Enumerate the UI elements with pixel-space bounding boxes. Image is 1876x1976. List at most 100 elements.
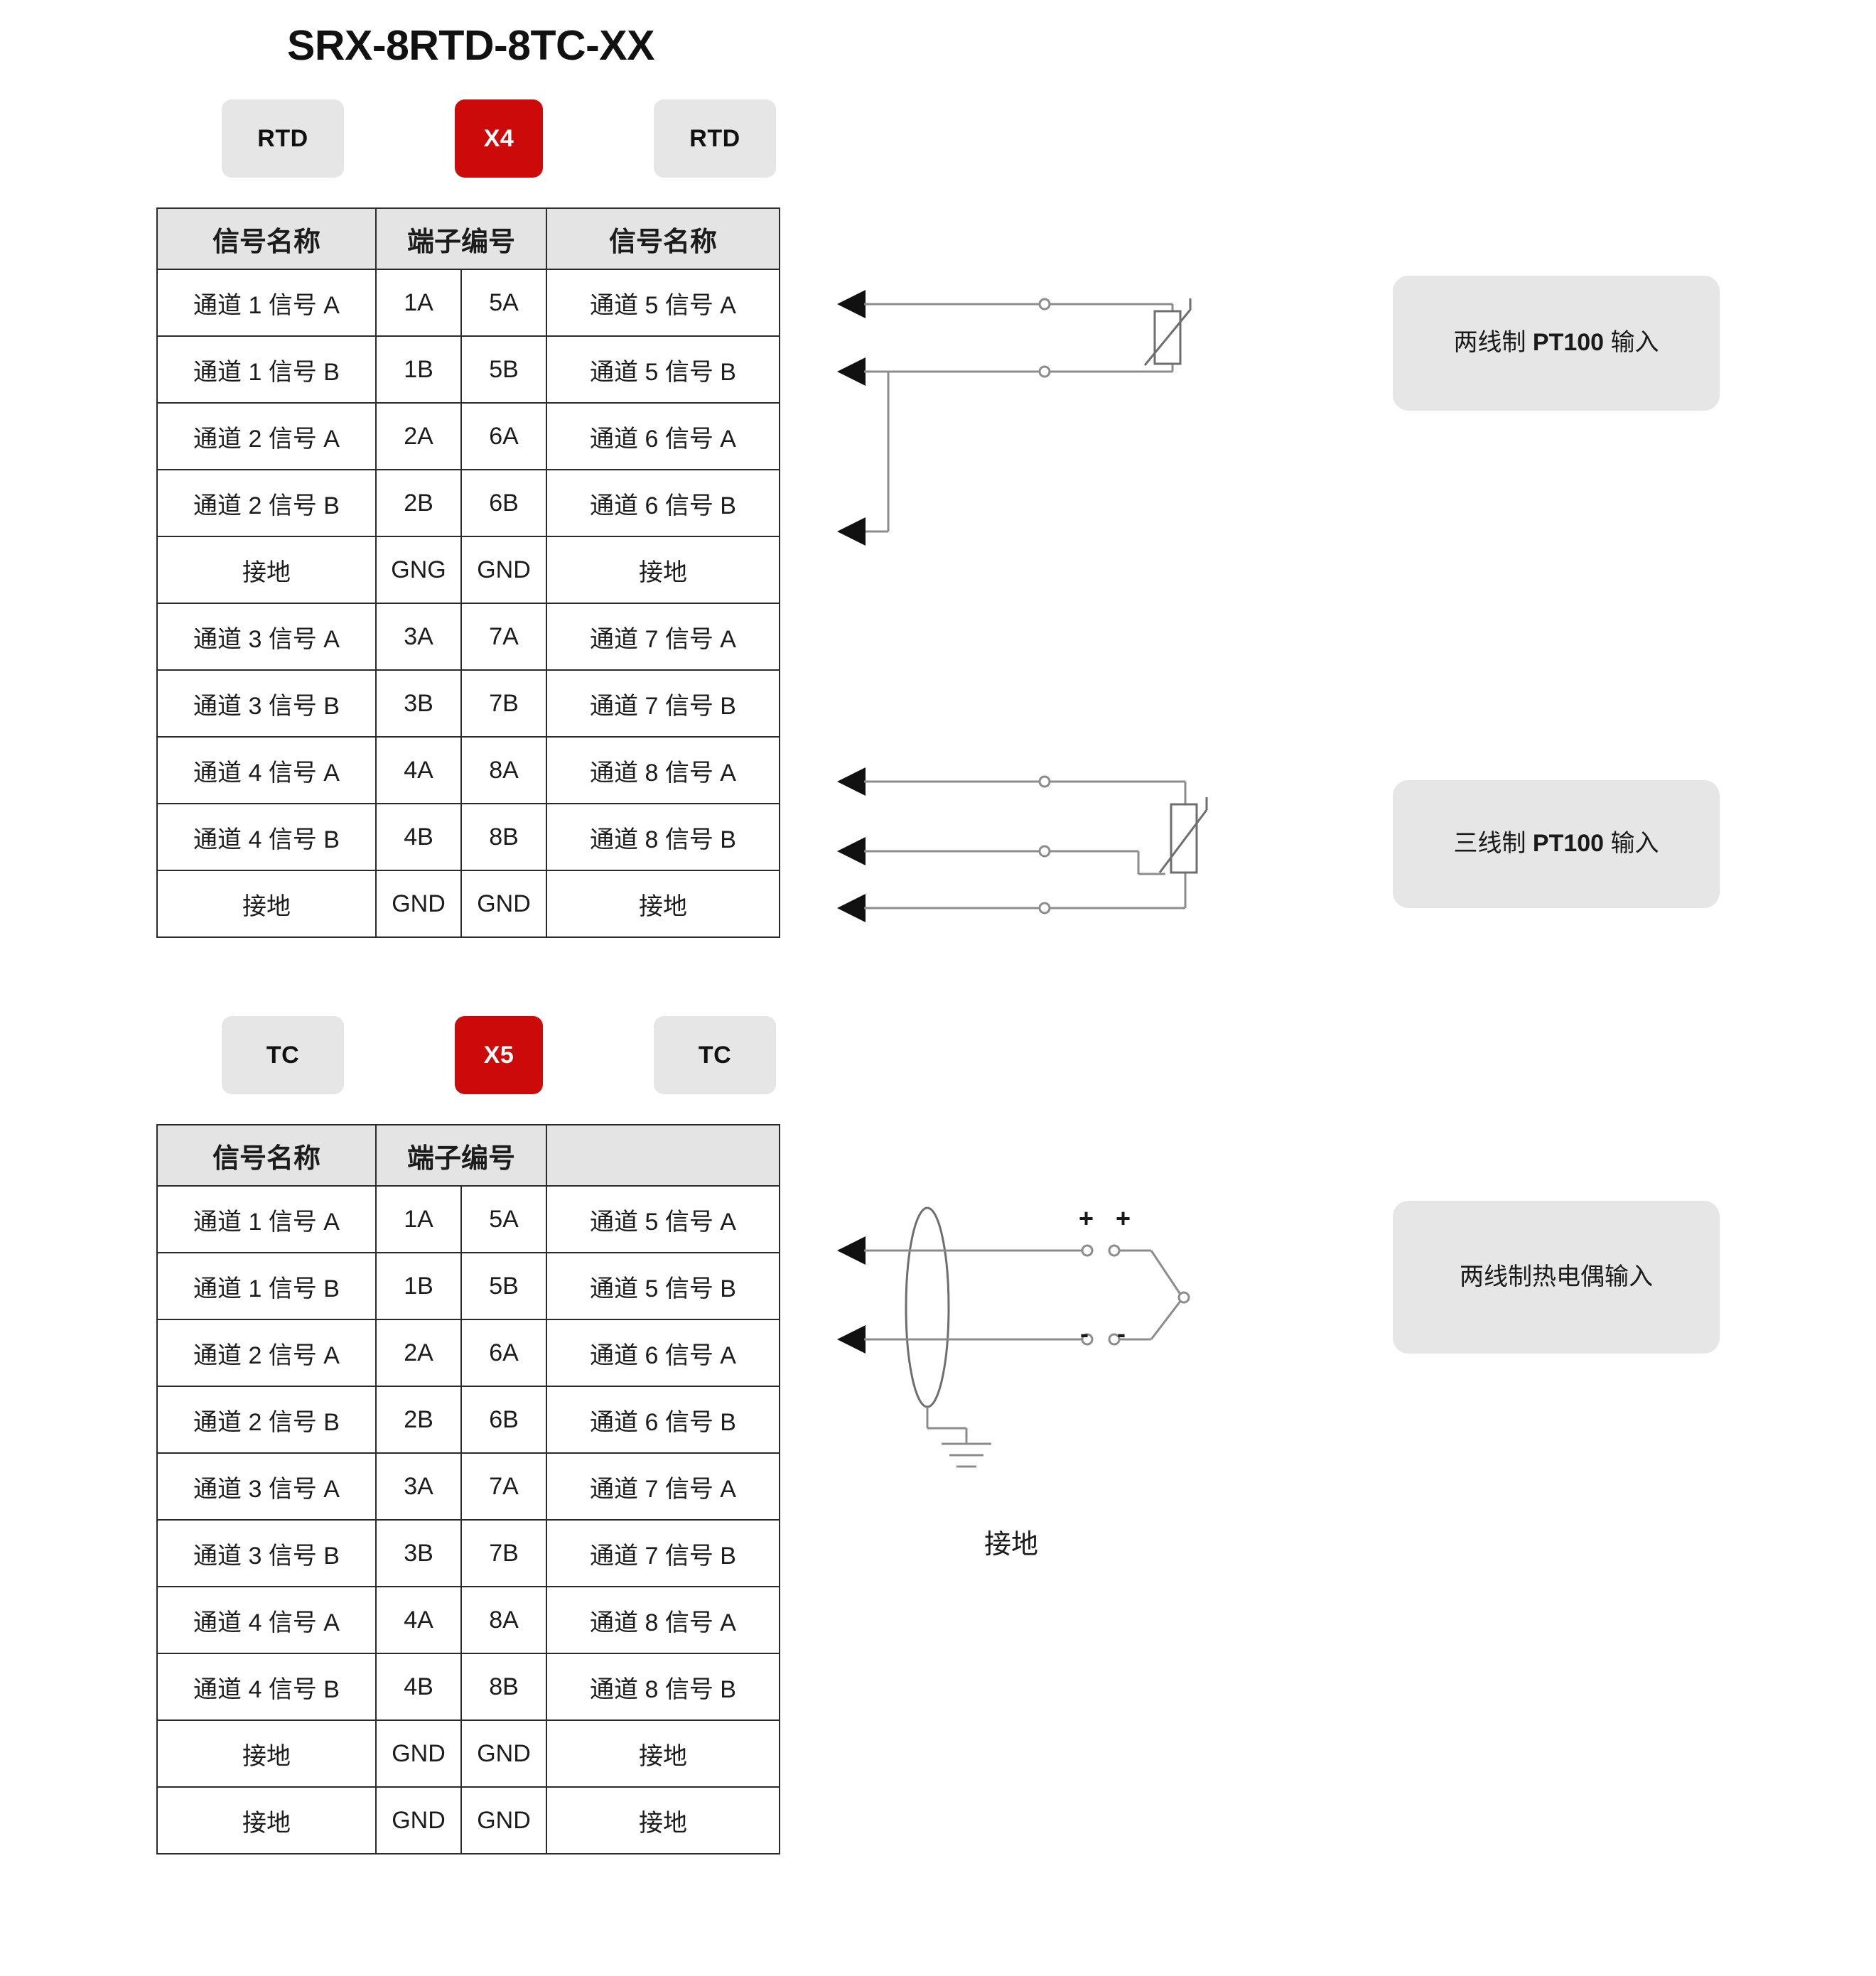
cell-signal-left: 接地 — [156, 870, 377, 938]
cell-signal-right: 通道 8 信号 A — [546, 1586, 780, 1654]
two-wire-pt100-diagram — [837, 290, 1192, 546]
cell-signal-right: 通道 7 信号 B — [546, 1519, 780, 1587]
cell-terminal-left: GND — [375, 1786, 462, 1854]
cell-signal-left: 通道 3 信号 A — [156, 603, 377, 671]
cell-signal-left: 通道 2 信号 A — [156, 402, 377, 470]
polarity-minus-left: - — [1080, 1319, 1089, 1348]
callout-two-wire-thermocouple: 两线制热电偶输入 — [1393, 1201, 1720, 1354]
cell-signal-left: 接地 — [156, 1786, 377, 1854]
table-row: 通道 1 信号 A 1A 5A 通道 5 信号 A — [156, 269, 780, 337]
table-row: 通道 2 信号 B 2B 6B 通道 6 信号 B — [156, 1386, 780, 1454]
cell-signal-right: 通道 5 信号 B — [546, 335, 780, 404]
arrow-head-icon — [837, 894, 866, 922]
arrow-head-icon — [837, 357, 866, 386]
table-row: 通道 3 信号 A 3A 7A 通道 7 信号 A — [156, 1452, 780, 1521]
rtd-resistor-icon — [1170, 803, 1198, 874]
cell-signal-right: 通道 6 信号 A — [546, 1319, 780, 1387]
callout-suffix: 输入 — [1604, 329, 1659, 357]
cell-signal-right: 通道 5 信号 B — [546, 1252, 780, 1320]
cell-terminal-left: 4B — [375, 1653, 462, 1721]
cell-terminal-left: 2B — [375, 469, 462, 537]
cell-terminal-right: 5A — [460, 1185, 547, 1253]
polarity-plus-left: + — [1079, 1204, 1094, 1233]
cell-signal-right: 通道 7 信号 B — [546, 669, 780, 738]
cell-terminal-left: 3A — [375, 603, 462, 671]
cell-terminal-right: 8A — [460, 1586, 547, 1654]
cell-terminal-right: 7A — [460, 603, 547, 671]
cell-signal-right: 通道 6 信号 B — [546, 469, 780, 537]
badge-x5: X5 — [455, 1016, 543, 1094]
table-row: 通道 1 信号 B 1B 5B 通道 5 信号 B — [156, 335, 780, 404]
cell-terminal-left: 2A — [375, 402, 462, 470]
polarity-plus-right: + — [1116, 1204, 1131, 1233]
badge-tc-left: TC — [222, 1016, 344, 1094]
cell-terminal-left: 1B — [375, 1252, 462, 1320]
polarity-minus-right: - — [1117, 1319, 1126, 1348]
terminal-dot-icon — [1038, 298, 1051, 311]
cell-signal-left: 接地 — [156, 1719, 377, 1788]
cell-terminal-right: 7B — [460, 1519, 547, 1587]
cell-signal-left: 通道 2 信号 B — [156, 469, 377, 537]
arrow-head-icon — [837, 1236, 866, 1265]
cell-signal-right: 通道 7 信号 A — [546, 603, 780, 671]
ground-label: 接地 — [984, 1530, 1039, 1560]
header-signal-left: 信号名称 — [156, 207, 377, 270]
cell-terminal-left: 3B — [375, 1519, 462, 1587]
cell-signal-left: 通道 1 信号 A — [156, 269, 377, 337]
table-row: 通道 3 信号 B 3B 7B 通道 7 信号 B — [156, 1519, 780, 1587]
tc-terminal-table: 信号名称 端子编号 通道 1 信号 A 1A 5A 通道 5 信号 A 通道 1… — [156, 1124, 780, 1854]
cell-signal-left: 接地 — [156, 536, 377, 604]
cell-signal-right: 通道 6 信号 A — [546, 402, 780, 470]
cell-signal-right: 通道 5 信号 A — [546, 1185, 780, 1253]
terminal-dot-icon — [1038, 775, 1051, 788]
cell-signal-left: 通道 4 信号 B — [156, 803, 377, 871]
badge-tc-right: TC — [654, 1016, 776, 1094]
table-row: 通道 3 信号 A 3A 7A 通道 7 信号 A — [156, 603, 780, 671]
cell-terminal-right: 5B — [460, 335, 547, 404]
arrow-head-icon — [837, 290, 866, 318]
cell-terminal-right: GND — [460, 1719, 547, 1788]
cell-terminal-left: 1A — [375, 269, 462, 337]
cell-signal-right: 通道 6 信号 B — [546, 1386, 780, 1454]
table-row: 接地 GND GND 接地 — [156, 1786, 780, 1854]
cell-terminal-right: 7B — [460, 669, 547, 738]
callout-suffix: 输入 — [1604, 830, 1659, 858]
cell-terminal-right: 6A — [460, 402, 547, 470]
arrow-head-icon — [837, 767, 866, 796]
table-row: 接地 GND GND 接地 — [156, 1719, 780, 1788]
cell-terminal-right: 6B — [460, 469, 547, 537]
terminal-dot-icon — [1038, 902, 1051, 914]
rtd-terminal-table: 信号名称 端子编号 信号名称 通道 1 信号 A 1A 5A 通道 5 信号 A… — [156, 207, 780, 938]
cell-signal-right: 通道 5 信号 A — [546, 269, 780, 337]
cell-signal-left: 通道 3 信号 B — [156, 1519, 377, 1587]
callout-two-wire-pt100: 两线制 PT100 输入 — [1393, 276, 1720, 411]
badge-x4: X4 — [455, 99, 543, 178]
arrow-head-icon — [837, 517, 866, 546]
header-signal-left: 信号名称 — [156, 1124, 377, 1187]
cell-signal-right: 通道 7 信号 A — [546, 1452, 780, 1521]
callout-bold: PT100 — [1532, 329, 1605, 357]
badge-rtd-right: RTD — [654, 99, 776, 178]
cell-signal-left: 通道 3 信号 B — [156, 669, 377, 738]
table-row: 接地 GND GND 接地 — [156, 870, 780, 938]
table-header-row: 信号名称 端子编号 — [156, 1124, 780, 1187]
header-signal-right: 信号名称 — [546, 207, 780, 270]
table-row: 通道 2 信号 A 2A 6A 通道 6 信号 A — [156, 402, 780, 470]
cell-terminal-left: 2A — [375, 1319, 462, 1387]
callout-suffix: 两线制热电偶输入 — [1460, 1263, 1653, 1290]
callout-prefix: 两线制 — [1453, 329, 1533, 357]
cell-terminal-right: GND — [460, 1786, 547, 1854]
cell-terminal-left: 1A — [375, 1185, 462, 1253]
terminal-dot-icon — [1038, 365, 1051, 378]
cell-signal-left: 通道 2 信号 A — [156, 1319, 377, 1387]
arrow-head-icon — [837, 837, 866, 865]
badge-rtd-left: RTD — [222, 99, 344, 178]
cell-signal-right: 接地 — [546, 1786, 780, 1854]
cell-signal-right: 接地 — [546, 870, 780, 938]
cell-terminal-right: GND — [460, 536, 547, 604]
cell-terminal-right: 5B — [460, 1252, 547, 1320]
cell-terminal-left: 4A — [375, 1586, 462, 1654]
cell-signal-left: 通道 2 信号 B — [156, 1386, 377, 1454]
cell-signal-left: 通道 1 信号 B — [156, 1252, 377, 1320]
cell-signal-right: 通道 8 信号 A — [546, 736, 780, 804]
